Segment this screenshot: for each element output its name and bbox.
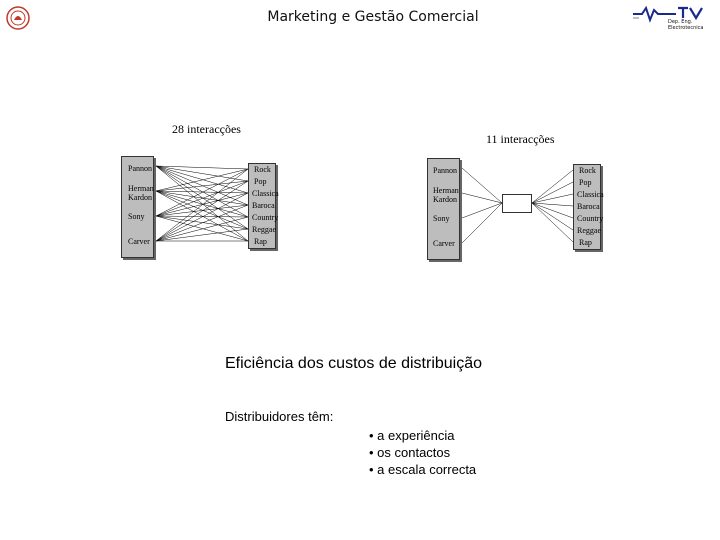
connection-line [531, 169, 574, 204]
retailer-label: Pop [579, 178, 592, 187]
connection-line [155, 215, 249, 218]
connection-line [155, 192, 249, 242]
retailer-label: Pop [254, 177, 267, 186]
producer-label: Herman Kardon [128, 184, 154, 202]
connection-line [155, 228, 249, 242]
connection-line [155, 165, 249, 230]
connection-line [155, 190, 249, 194]
list-item: • a experiência [369, 428, 455, 443]
connection-line [155, 190, 249, 206]
connection-line [155, 190, 249, 230]
connection-line [155, 215, 249, 242]
retailer-label: Country [577, 214, 604, 223]
connection-line [155, 190, 249, 242]
retailer-label: Country [252, 213, 279, 222]
distributors-label: Distribuidores têm: [225, 409, 334, 424]
producer-label: Carver [433, 239, 455, 248]
retailer-label: Classica [252, 189, 279, 198]
list-item: • os contactos [369, 445, 451, 460]
connection-line [155, 215, 249, 230]
connection-line [155, 204, 249, 242]
connection-line [155, 165, 249, 182]
retailer-label: Rap [579, 238, 592, 247]
connection-line [461, 167, 503, 204]
connection-line [531, 202, 574, 207]
page-title: Marketing e Gestão Comercial [267, 9, 479, 25]
right-producers-box: Pannon Herman Kardon Sony Carver [427, 158, 460, 260]
connection-line [531, 202, 574, 231]
connection-line [155, 180, 249, 192]
connection-line [531, 202, 574, 243]
connection-line [155, 165, 249, 218]
producer-label: Herman Kardon [433, 186, 459, 204]
connection-line [155, 190, 249, 218]
right-interaction-count: 11 interacções [486, 132, 555, 146]
retailer-label: Reggae [252, 225, 276, 234]
connection-line [461, 202, 503, 219]
left-producers-box: Pannon Herman Kardon Sony Carver [121, 156, 154, 258]
connection-line [155, 180, 249, 242]
left-interaction-count: 28 interacções [172, 122, 241, 136]
retailer-label: Classica [577, 190, 604, 199]
connection-line [155, 204, 249, 217]
producer-label: Sony [433, 214, 450, 223]
university-seal-logo [6, 6, 30, 30]
connection-line [461, 192, 503, 204]
department-logo-text: Dep. Eng. Electrotecnica [668, 19, 704, 31]
connection-line [155, 168, 249, 242]
connection-line [155, 180, 249, 217]
producer-label: Carver [128, 237, 150, 246]
subtitle: Eficiência dos custos de distribuição [225, 355, 483, 372]
department-logo [633, 5, 703, 23]
producer-label: Sony [128, 212, 145, 221]
connection-line [531, 202, 574, 219]
producer-label: Pannon [128, 164, 152, 173]
connection-line [155, 168, 249, 217]
connection-line [461, 202, 503, 244]
list-item: • a escala correcta [369, 462, 477, 477]
retailer-label: Rock [254, 165, 271, 174]
connection-line [531, 193, 574, 204]
connection-line [155, 165, 249, 242]
connection-line [155, 165, 249, 170]
logo-line-1: Dep. Eng. [668, 19, 693, 25]
connection-line [155, 192, 249, 217]
retailer-label: Rock [579, 166, 596, 175]
connection-line [155, 168, 249, 192]
retailer-label: Baroca [252, 201, 275, 210]
distributor-box [502, 194, 532, 213]
bullet-list: • a experiência • os contactos • a escal… [369, 427, 476, 478]
retailer-label: Reggae [577, 226, 601, 235]
connection-line [531, 181, 574, 204]
producer-label: Pannon [433, 166, 457, 175]
connection-line [155, 165, 249, 206]
connection-line [155, 165, 249, 194]
right-retailers-box: Rock Pop Classica Baroca Country Reggae … [573, 164, 604, 250]
logo-line-2: Electrotecnica [668, 25, 704, 31]
left-retailers-box: Rock Pop Classica Baroca Country Reggae … [248, 163, 279, 249]
retailer-label: Baroca [577, 202, 600, 211]
retailer-label: Rap [254, 237, 267, 246]
connection-line [155, 216, 249, 242]
